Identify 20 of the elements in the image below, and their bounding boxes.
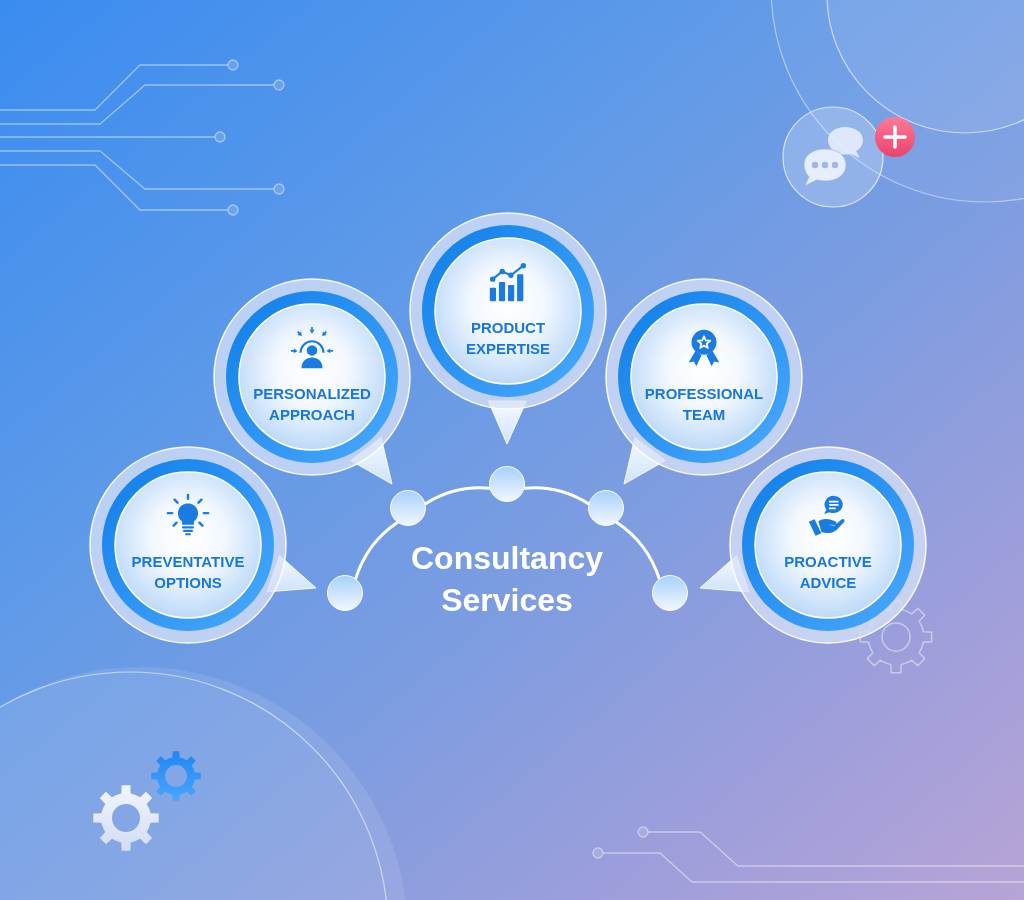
callout-circle: [212, 277, 412, 486]
arc-line: [354, 520, 399, 581]
callout-circle: [604, 277, 804, 486]
diagram-title: Consultancy Services: [410, 539, 604, 620]
arc-dot: [390, 490, 426, 526]
arc-dot: [489, 466, 525, 502]
callout-circle: [408, 211, 608, 446]
arc-dot: [327, 575, 363, 611]
callout-label: PERSONALIZED APPROACH: [252, 384, 372, 425]
callout-label: PREVENTATIVE OPTIONS: [130, 552, 246, 593]
callout-label: PRODUCT EXPERTISE: [464, 318, 552, 359]
callout-circle: [88, 445, 318, 645]
arc-line: [424, 486, 491, 506]
arc-dot: [652, 575, 688, 611]
arc-line: [523, 486, 590, 506]
callout-label: PROACTIVE ADVICE: [783, 552, 873, 593]
callout-label: PROFESSIONAL TEAM: [643, 384, 765, 425]
arc-line: [615, 520, 661, 581]
callout-circle: [698, 445, 928, 645]
arc-dot: [588, 490, 624, 526]
